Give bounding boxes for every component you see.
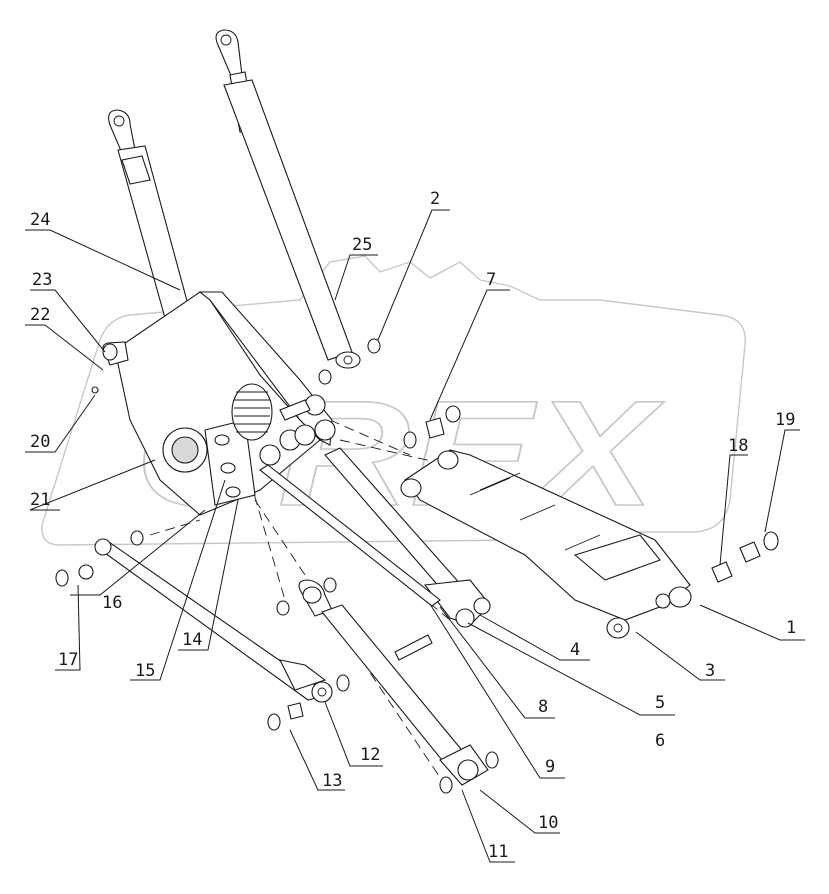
callout-7: 7 xyxy=(486,270,496,290)
callout-19: 19 xyxy=(775,410,795,430)
callout-14: 14 xyxy=(182,630,202,650)
callout-12: 12 xyxy=(360,745,380,765)
lower-link xyxy=(55,530,350,731)
callout-16: 16 xyxy=(102,593,122,613)
main-arm xyxy=(400,449,692,639)
bushings xyxy=(91,386,779,583)
lower-cylinder xyxy=(276,577,499,794)
callout-labels: 1 2 3 4 5 6 7 8 9 10 11 12 13 14 15 16 1… xyxy=(30,189,796,862)
callout-13: 13 xyxy=(322,771,342,791)
callout-17: 17 xyxy=(58,650,78,670)
upper-cylinder xyxy=(215,29,381,385)
callout-5: 5 xyxy=(655,693,665,713)
callout-22: 22 xyxy=(30,305,50,325)
callout-4: 4 xyxy=(570,640,580,660)
callout-11: 11 xyxy=(488,842,508,862)
callout-10: 10 xyxy=(538,813,558,833)
callout-23: 23 xyxy=(32,270,52,290)
callout-21: 21 xyxy=(30,490,50,510)
callout-9: 9 xyxy=(545,757,555,777)
thin-bar xyxy=(259,464,441,607)
leader-lines xyxy=(25,209,805,863)
mounting-frame xyxy=(102,291,336,516)
callout-8: 8 xyxy=(538,697,548,717)
callout-1: 1 xyxy=(786,618,796,638)
callout-6: 6 xyxy=(655,731,665,751)
callout-20: 20 xyxy=(30,432,50,452)
callout-18: 18 xyxy=(728,436,748,456)
middle-link xyxy=(324,447,491,628)
callout-24: 24 xyxy=(30,210,50,230)
callout-2: 2 xyxy=(430,189,440,209)
callout-25: 25 xyxy=(352,235,372,255)
callout-15: 15 xyxy=(135,661,155,681)
callout-3: 3 xyxy=(705,661,715,681)
